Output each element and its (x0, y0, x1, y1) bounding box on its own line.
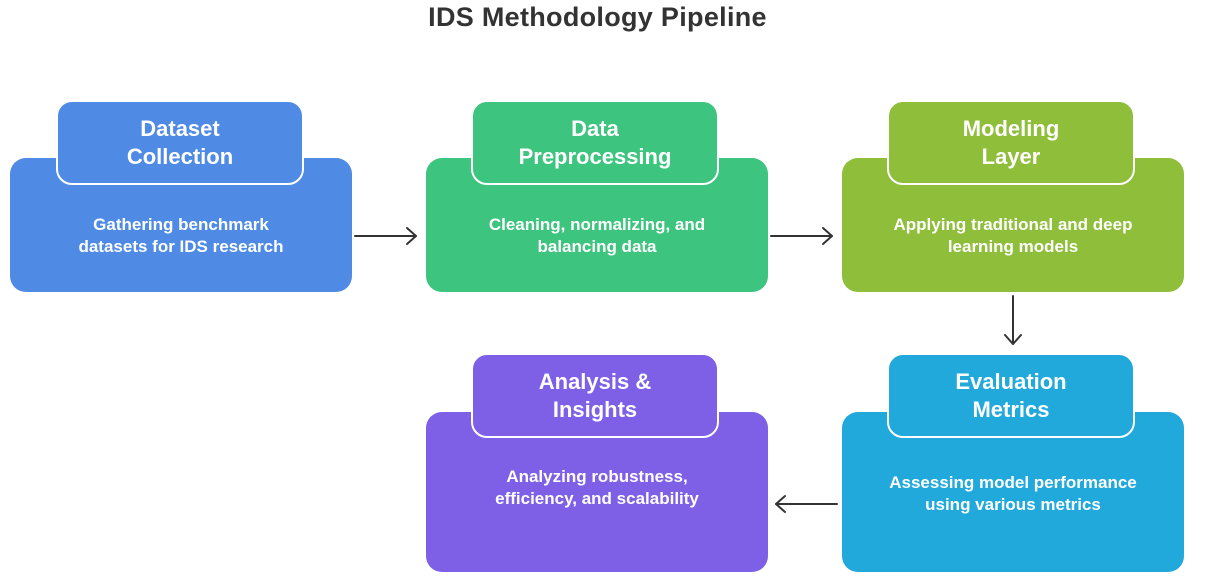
arrow-down-icon (1004, 295, 1022, 345)
step-description: Cleaning, normalizing, and balancing dat… (488, 215, 706, 256)
step-description: Gathering benchmark datasets for IDS res… (78, 215, 284, 256)
step-description: Applying traditional and deep learning m… (893, 215, 1133, 256)
step-analysis-insights: Analyzing robustness, efficiency, and sc… (426, 412, 768, 572)
arrow-left-icon (775, 495, 838, 513)
step-description: Assessing model performance using variou… (889, 473, 1137, 514)
step-description: Analyzing robustness, efficiency, and sc… (495, 467, 699, 508)
step-title: Data Preprocessing (471, 100, 719, 185)
diagram-title: IDS Methodology Pipeline (428, 2, 767, 32)
arrow-right-icon (354, 227, 417, 245)
step-title: Analysis & Insights (471, 353, 719, 438)
step-title: Dataset Collection (56, 100, 304, 185)
step-title: Evaluation Metrics (887, 353, 1135, 438)
arrow-right-icon (770, 227, 833, 245)
step-title: Modeling Layer (887, 100, 1135, 185)
step-evaluation-metrics: Assessing model performance using variou… (842, 412, 1184, 572)
